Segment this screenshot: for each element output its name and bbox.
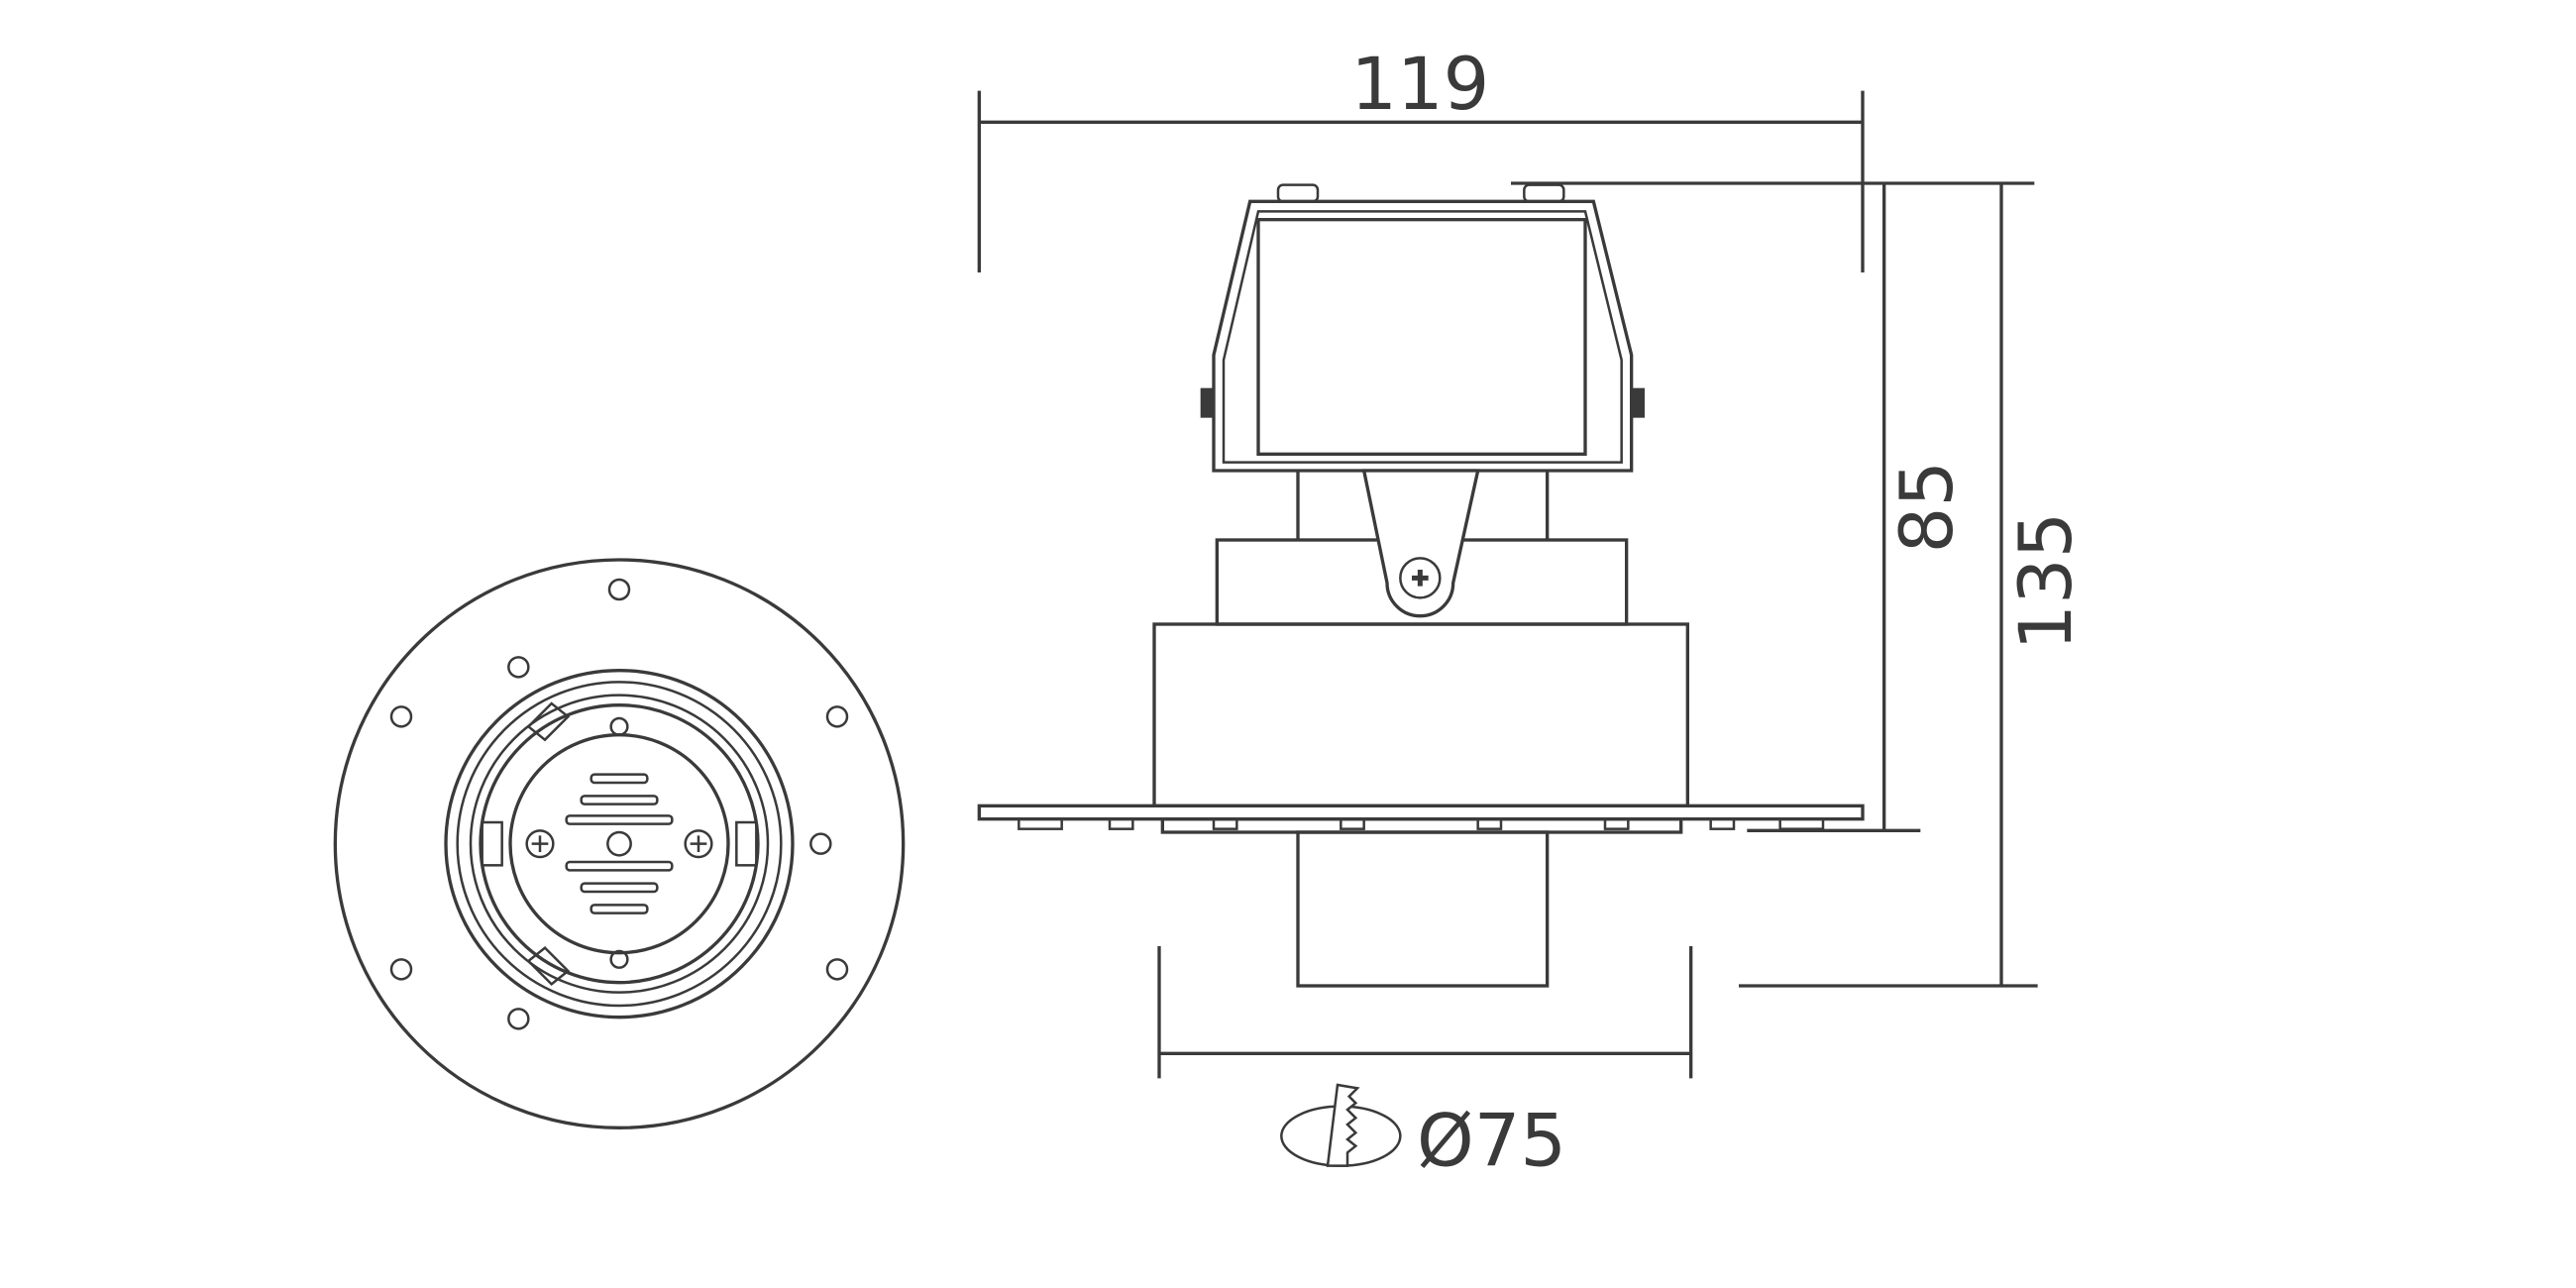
bracket: [1212, 199, 1634, 473]
driver-box: [1256, 218, 1587, 456]
flange-outline: [333, 558, 906, 1129]
dimension-height-total: 135: [1739, 183, 2089, 988]
ring-tabs: [1212, 817, 1630, 830]
housing: [1152, 622, 1689, 808]
dimension-cutout-label: Ø75: [1417, 1100, 1566, 1184]
dimension-height-body-label: 85: [1885, 461, 1970, 553]
side-view: [977, 183, 1865, 988]
dimension-cutout: Ø75: [1157, 946, 1693, 1184]
phillips-screw-icon: [1399, 557, 1442, 599]
flange: [977, 804, 1865, 821]
screw-icon: [525, 829, 713, 859]
mounting-holes: [389, 578, 849, 1030]
vent-slots: [565, 773, 674, 914]
tilt-tab: [1361, 469, 1480, 618]
flange-clips: [1018, 817, 1825, 830]
lens-barrel: [1296, 830, 1550, 988]
dimension-width-label: 119: [1350, 43, 1489, 127]
front-view: [333, 558, 906, 1129]
dimension-height-body: 85: [1747, 183, 1970, 832]
dimension-width: 119: [977, 43, 1865, 272]
saw-cutout-icon: [1280, 1083, 1402, 1167]
dimension-height-total-label: 135: [2004, 512, 2089, 651]
